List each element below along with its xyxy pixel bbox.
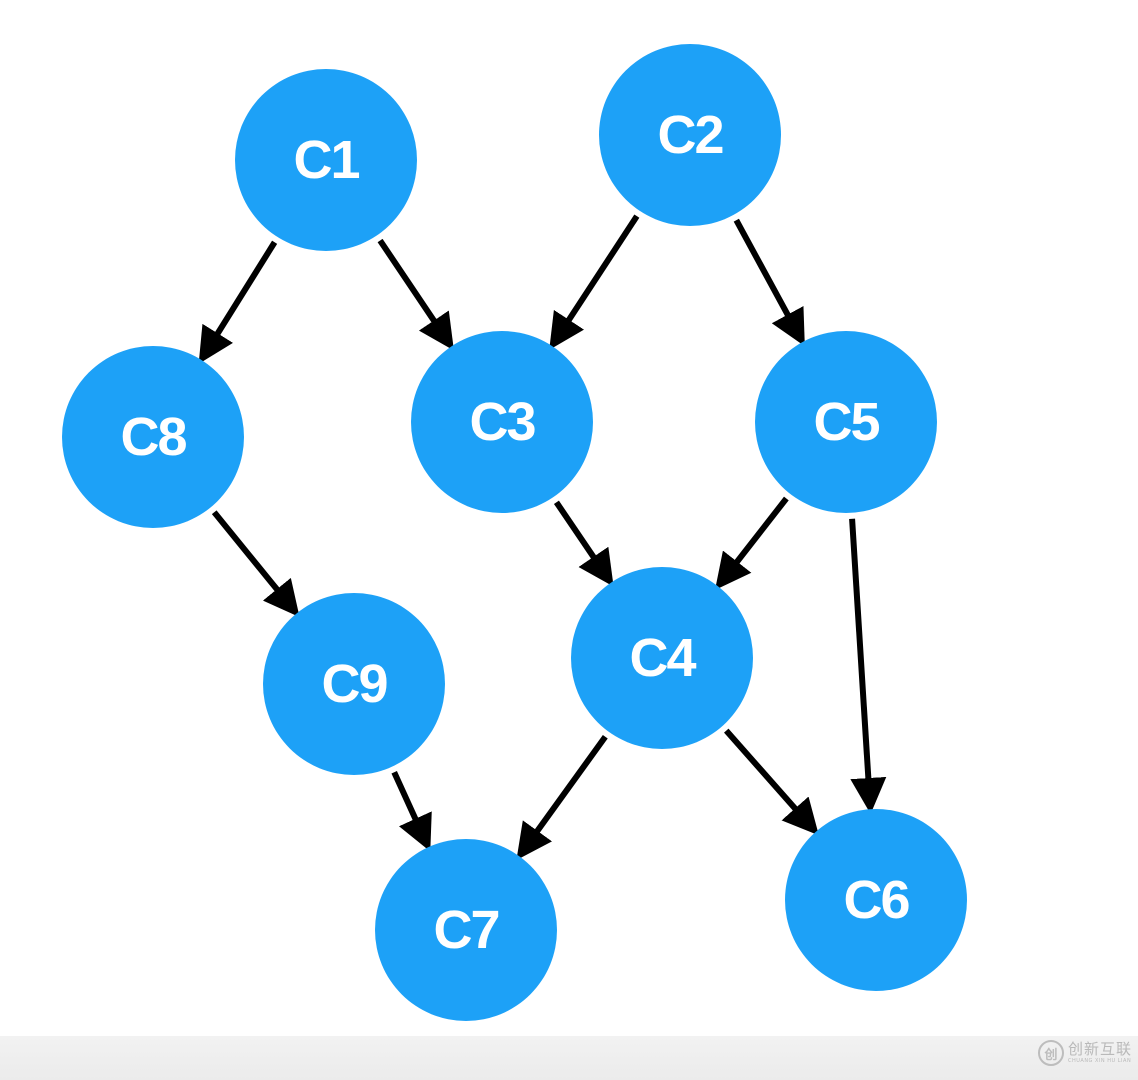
node-c9: C9 [263,593,445,775]
node-label: C4 [629,628,696,688]
watermark-logo-icon: 创 [1037,1040,1064,1066]
node-circle [375,839,557,1021]
edge-c1-to-c3 [377,238,454,351]
edge-c9-to-c7 [391,771,432,852]
node-c8: C8 [62,346,244,528]
watermark-text: 创新互联 CHUANG XIN HU LIAN [1068,1042,1132,1064]
node-label: C9 [321,654,387,714]
node-circle [571,567,753,749]
node-label: C1 [293,130,359,190]
node-circle [235,69,417,251]
edge-c3-to-c4 [553,500,614,587]
watermark-name: 创新互联 [1067,1040,1132,1058]
node-label: C3 [469,392,535,452]
node-label: C7 [433,900,498,960]
node-circle [755,331,937,513]
edge-c5-to-c6 [849,518,887,814]
node-circle [62,346,244,528]
node-label: C2 [657,105,722,165]
footer-band [0,1036,1138,1080]
watermark-subtitle: CHUANG XIN HU LIAN [1067,1058,1132,1064]
node-c2: C2 [599,44,781,226]
node-circle [263,593,445,775]
watermark: 创 创新互联 CHUANG XIN HU LIAN [1037,1040,1132,1066]
node-circle [785,809,967,991]
edge-c2-to-c3 [549,214,640,350]
node-circle [599,44,781,226]
edge-c8-to-c9 [211,510,300,618]
node-label: C6 [843,870,909,930]
node-c3: C3 [411,331,593,513]
node-circle [411,331,593,513]
node-c4: C4 [571,567,753,749]
node-label: C5 [813,392,879,452]
edge-c5-to-c4 [715,496,789,591]
node-c6: C6 [785,809,967,991]
node-c1: C1 [235,69,417,251]
node-c7: C7 [375,839,557,1021]
edge-c4-to-c6 [724,728,819,836]
edge-c2-to-c5 [733,218,805,347]
edge-c1-to-c8 [198,240,278,364]
edge-c4-to-c7 [516,734,608,861]
edges [198,214,887,861]
node-label: C8 [120,407,186,467]
node-c5: C5 [755,331,937,513]
